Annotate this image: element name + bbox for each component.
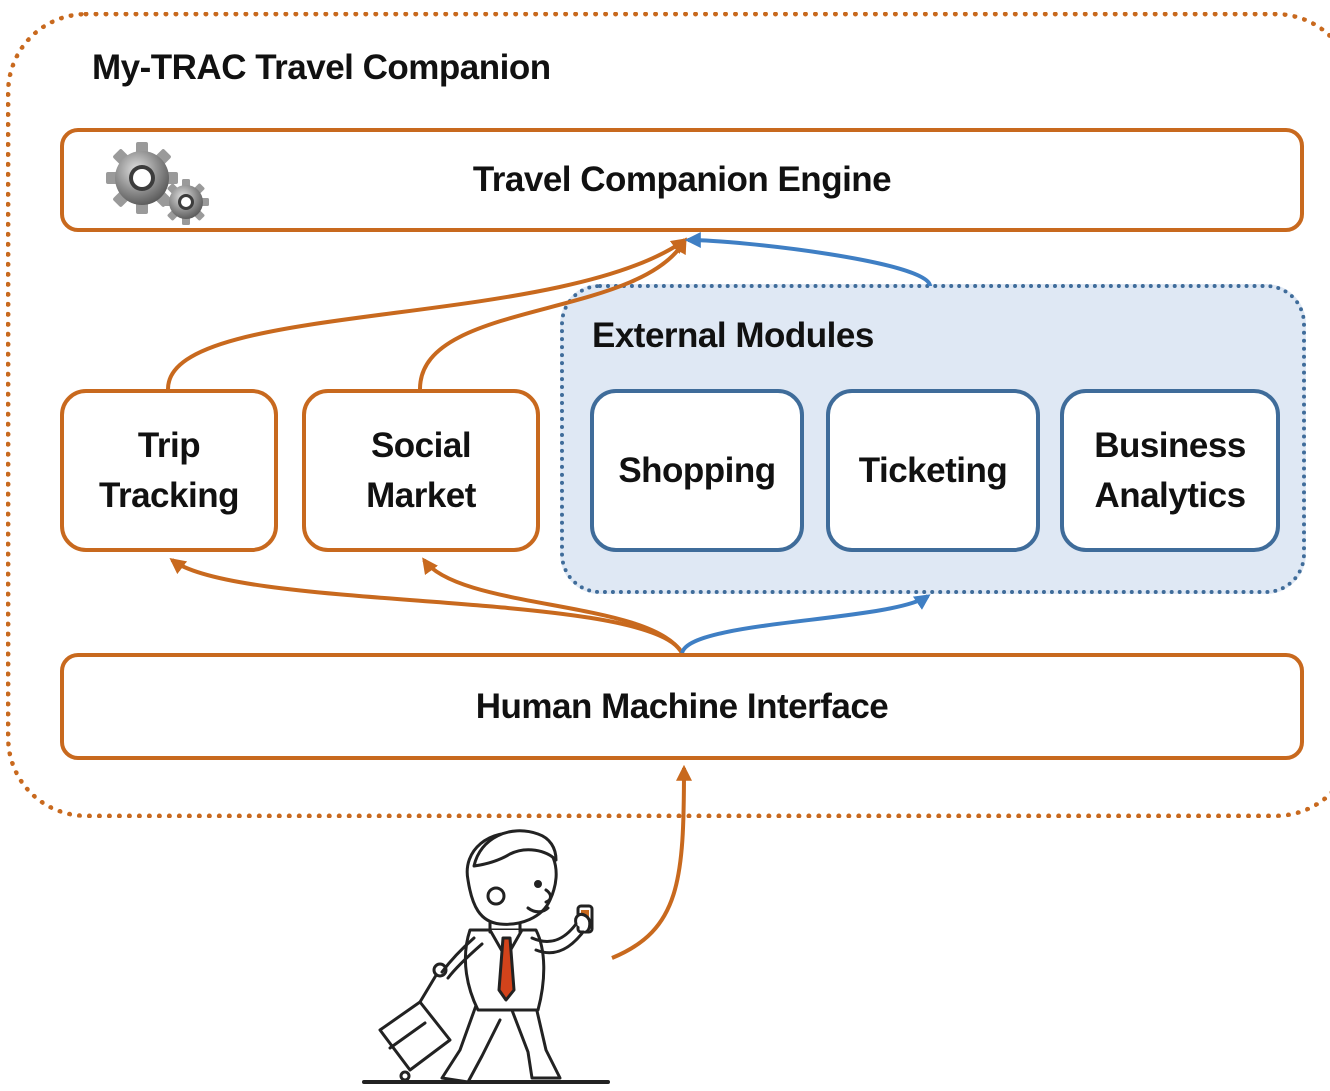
ticketing-module: Ticketing	[826, 389, 1040, 552]
arrow-hmi-to-trip	[169, 558, 684, 655]
gears-icon	[106, 142, 209, 225]
trip-tracking-label: Trip Tracking	[99, 425, 239, 515]
ticketing-label: Ticketing	[858, 450, 1008, 490]
human-machine-interface: Human Machine Interface	[60, 653, 1304, 760]
shopping-label: Shopping	[618, 450, 776, 490]
trip-tracking-module: Trip Tracking	[60, 389, 278, 552]
business-analytics-module: Business Analytics	[1060, 389, 1280, 552]
arrow-trip-to-engine	[166, 238, 688, 390]
arrow-social-to-engine	[418, 237, 687, 390]
shopping-module: Shopping	[590, 389, 804, 552]
traveler-with-phone-icon	[362, 829, 610, 1084]
arrow-hmi-to-external	[680, 594, 931, 654]
arrow-external-to-engine	[684, 232, 932, 287]
hmi-label: Human Machine Interface	[475, 686, 889, 726]
travel-companion-engine: Travel Companion Engine	[60, 128, 1304, 232]
arrow-user-to-hmi	[611, 764, 692, 960]
external-modules-title: External Modules	[592, 316, 874, 355]
outer-system-boundary	[6, 12, 1330, 818]
social-market-module: Social Market	[302, 389, 540, 552]
arrow-hmi-to-social	[422, 557, 684, 655]
social-market-label: Social Market	[366, 425, 476, 515]
engine-label: Travel Companion Engine	[472, 160, 892, 199]
business-analytics-label: Business Analytics	[1094, 425, 1246, 515]
system-title: My-TRAC Travel Companion	[92, 48, 551, 87]
